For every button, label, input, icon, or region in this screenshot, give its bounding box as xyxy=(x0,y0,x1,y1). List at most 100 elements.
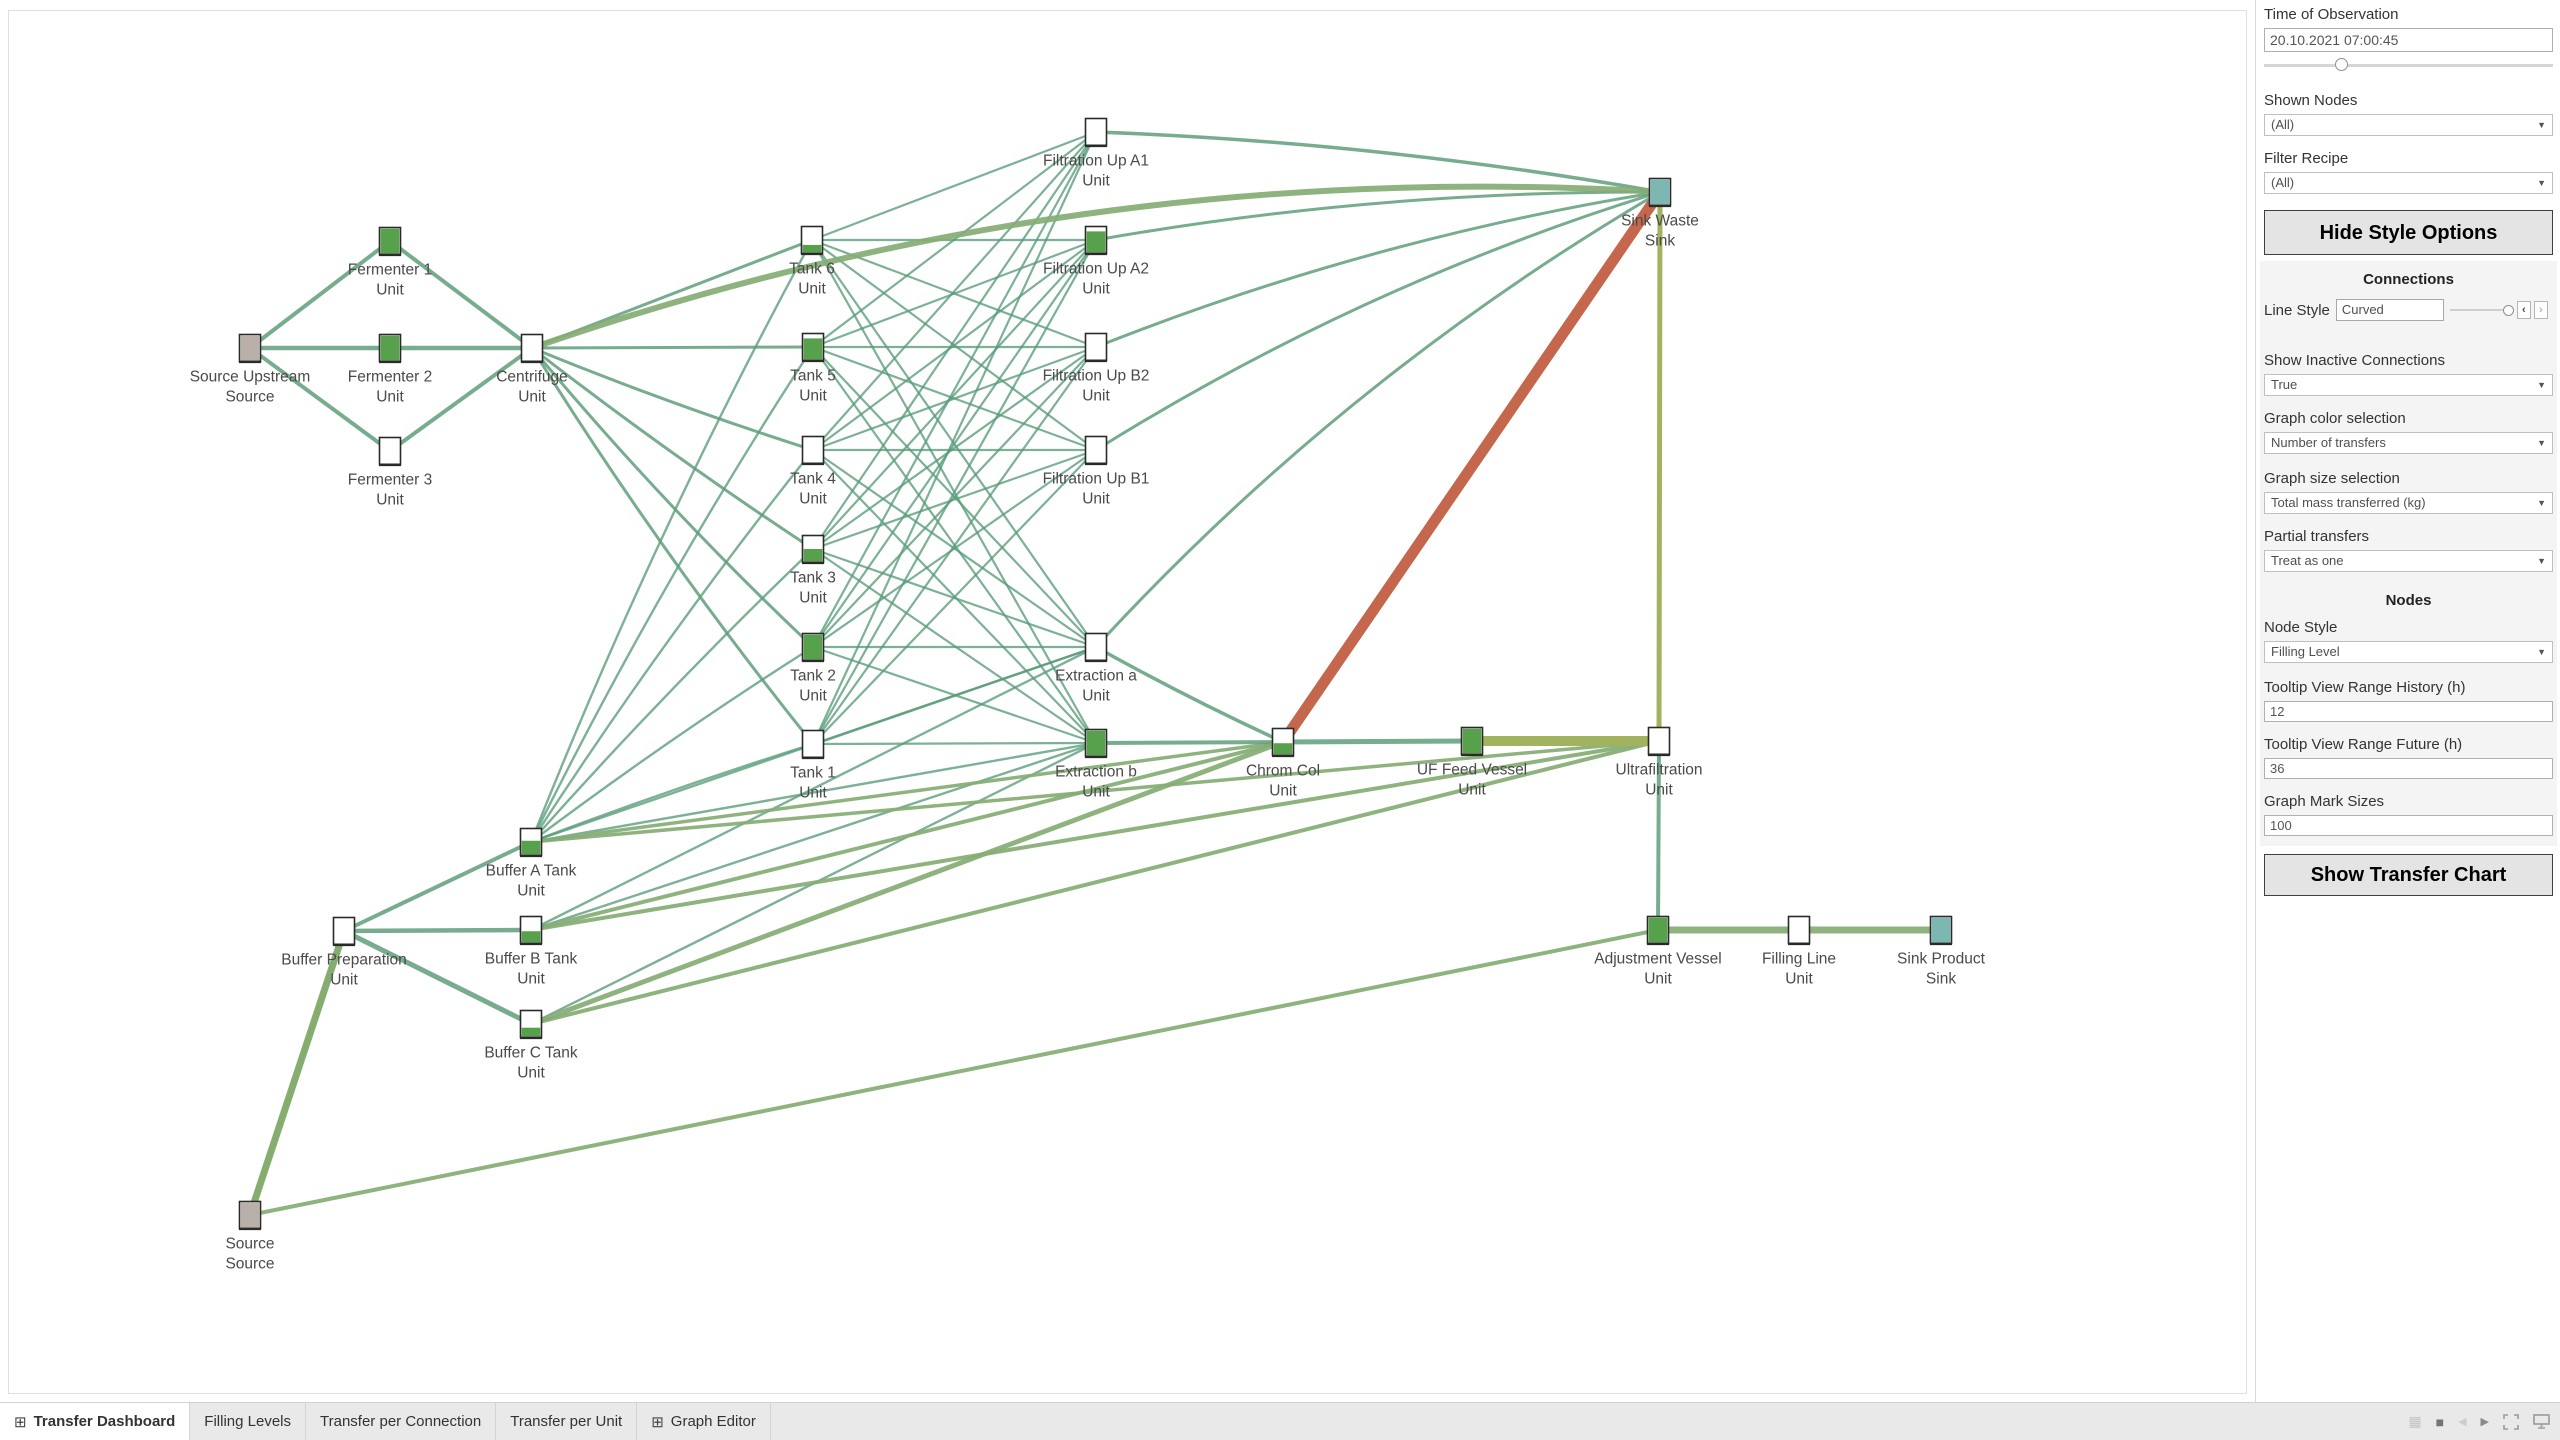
edge-t3-fa2[interactable] xyxy=(812,239,1097,550)
grid-view-icon[interactable]: ▦ xyxy=(2408,1413,2422,1429)
edge-cf-t2[interactable] xyxy=(530,347,815,649)
edge-t1-fa2[interactable] xyxy=(812,239,1097,745)
edge-bp-so[interactable] xyxy=(246,929,348,1217)
edge-su-f3[interactable] xyxy=(248,346,392,453)
tab-transfer-per-connection[interactable]: Transfer per Connection xyxy=(306,1403,497,1440)
edge-ba-t6[interactable] xyxy=(529,239,814,843)
edge-ea-sw[interactable] xyxy=(1094,190,1661,649)
node-box[interactable] xyxy=(378,436,402,466)
edge-bb-ea[interactable] xyxy=(530,645,1097,932)
hide-style-options-button[interactable]: Hide Style Options xyxy=(2264,210,2553,255)
edge-uff-sw[interactable] xyxy=(1656,191,1663,742)
edge-t3-fa1[interactable] xyxy=(812,131,1097,550)
edge-bc-cc[interactable] xyxy=(530,739,1284,1027)
graph-mark-sizes-input[interactable] xyxy=(2264,815,2553,836)
next-arrow-icon[interactable]: ▶ xyxy=(2480,1416,2489,1428)
tooltip-future-input[interactable] xyxy=(2264,758,2553,779)
edge-cf-t5[interactable] xyxy=(531,345,814,350)
node-box[interactable] xyxy=(1787,915,1811,945)
partial-transfers-dropdown[interactable]: Treat as one ▼ xyxy=(2264,550,2553,572)
graph-size-dropdown[interactable]: Total mass transferred (kg) ▼ xyxy=(2264,492,2553,514)
edge-t2-fb1[interactable] xyxy=(812,449,1097,648)
tab-transfer-dashboard[interactable]: ⊞ Transfer Dashboard xyxy=(0,1403,191,1440)
edge-bp-bb[interactable] xyxy=(343,927,532,934)
edge-cc-uf[interactable] xyxy=(1282,738,1473,745)
tab-filling-levels[interactable]: Filling Levels xyxy=(190,1403,307,1440)
edge-bb-eb[interactable] xyxy=(530,741,1097,932)
edge-bc-uff[interactable] xyxy=(530,739,1660,1026)
time-slider-thumb[interactable] xyxy=(2335,58,2349,71)
time-of-observation-input[interactable] xyxy=(2264,28,2553,52)
edge-t3-fb1[interactable] xyxy=(812,448,1097,551)
edge-so-av[interactable] xyxy=(249,928,1659,1217)
chevron-right-button[interactable]: › xyxy=(2533,301,2548,319)
edge-bb-cc[interactable] xyxy=(530,740,1284,932)
edge-t2-fa2[interactable] xyxy=(812,239,1097,648)
edge-t6-fa1[interactable] xyxy=(811,130,1097,242)
shown-nodes-dropdown[interactable]: (All) ▼ xyxy=(2264,114,2553,136)
edge-ba-eb[interactable] xyxy=(530,741,1097,844)
edge-su-f1[interactable] xyxy=(248,239,392,350)
edge-ba-uff[interactable] xyxy=(530,739,1660,844)
edge-bp-bc[interactable] xyxy=(342,928,533,1027)
line-style-slider-thumb[interactable] xyxy=(2502,304,2514,316)
edge-t3-fb2[interactable] xyxy=(812,346,1097,550)
node-box[interactable] xyxy=(1647,726,1671,756)
edge-fb2-sw[interactable] xyxy=(1095,190,1661,349)
line-style-slider[interactable] xyxy=(2449,304,2514,317)
edge-ba-t4[interactable] xyxy=(529,449,814,843)
edge-ba-t5[interactable] xyxy=(529,346,815,843)
node-box[interactable] xyxy=(1084,435,1108,465)
show-transfer-chart-button[interactable]: Show Transfer Chart xyxy=(2264,854,2553,896)
edge-t1-fb2[interactable] xyxy=(812,346,1097,745)
edge-cf-t3[interactable] xyxy=(531,346,814,551)
edge-t5-fa2[interactable] xyxy=(812,238,1097,349)
node-box[interactable] xyxy=(520,333,544,363)
edge-cf-t1[interactable] xyxy=(530,347,815,745)
edge-fa1-sw[interactable] xyxy=(1095,130,1661,194)
fullscreen-icon[interactable] xyxy=(2503,1413,2519,1430)
time-slider[interactable] xyxy=(2264,58,2553,72)
edge-t4-fa1[interactable] xyxy=(812,131,1097,451)
edge-bp-ba[interactable] xyxy=(343,840,532,933)
edge-ea-cc[interactable] xyxy=(1095,645,1284,744)
edge-f3-cf[interactable] xyxy=(388,346,534,453)
edge-uff-av[interactable] xyxy=(1656,740,1661,931)
node-style-dropdown[interactable]: Filling Level ▼ xyxy=(2264,641,2553,663)
node-box[interactable] xyxy=(801,729,825,759)
edge-t5-fa1[interactable] xyxy=(812,131,1097,348)
node-box[interactable] xyxy=(801,435,825,465)
node-box[interactable] xyxy=(332,916,356,946)
edge-t1-eb[interactable] xyxy=(812,741,1097,746)
edge-fa2-sw[interactable] xyxy=(1095,190,1661,242)
tab-graph-editor[interactable]: ⊞ Graph Editor xyxy=(637,1403,771,1440)
node-box[interactable] xyxy=(1084,332,1108,362)
single-view-icon[interactable]: ■ xyxy=(2435,1413,2445,1430)
node-box[interactable] xyxy=(1084,117,1108,147)
line-style-slider-track[interactable] xyxy=(2449,308,2514,311)
show-inactive-dropdown[interactable]: True ▼ xyxy=(2264,374,2553,396)
edge-t1-fb1[interactable] xyxy=(812,449,1097,745)
tab-transfer-per-unit[interactable]: Transfer per Unit xyxy=(496,1403,638,1440)
edge-t2-fa1[interactable] xyxy=(812,131,1097,648)
edge-cf-sw[interactable] xyxy=(531,183,1661,351)
edge-fb1-sw[interactable] xyxy=(1095,190,1661,452)
